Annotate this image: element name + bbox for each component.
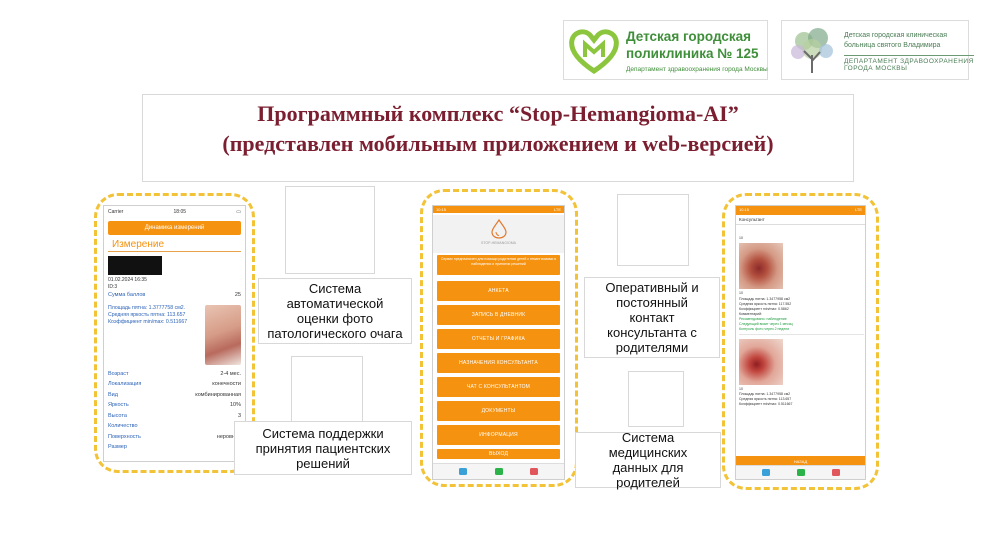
mail-tab-icon[interactable]	[832, 469, 840, 476]
carrier-label: Carrier	[108, 209, 124, 215]
network-label: LTE	[854, 207, 862, 212]
desc-consultant-contact: Оперативный и постоянный контакт консуль…	[584, 277, 720, 358]
chat-tab-icon[interactable]	[495, 468, 503, 475]
status-bar: Carrier 18:05 ▭	[104, 206, 245, 220]
measurement-date: 01.02.2024 16:35	[108, 277, 147, 283]
area-section: Площадь пятна: 1.3777758 см2. Средняя яр…	[104, 304, 245, 365]
icon-placeholder-3	[617, 194, 689, 266]
time-label: 10:15	[436, 207, 447, 212]
icon-placeholder-2	[291, 356, 363, 426]
app-logo-caption: STOP-HEMANGIOMA	[481, 241, 516, 245]
param-row: Количество1	[108, 423, 241, 429]
consultant-header: Консультант	[736, 215, 865, 225]
tree-logo-icon	[791, 28, 833, 73]
hospital-logo: Детская городская клиническая больница с…	[781, 20, 974, 80]
sum-row: Сумма баллов 25	[104, 290, 245, 301]
phone-tab-icon[interactable]	[459, 468, 467, 475]
menu-item-questionnaire[interactable]: АНКЕТА	[437, 281, 560, 301]
dynamics-button[interactable]: Динамика измерений	[108, 221, 241, 235]
page-title: Программный комплекс “Stop-Hemangioma-AI…	[142, 94, 854, 182]
desc-decision-support: Система поддержки принятия пациентских р…	[234, 421, 412, 475]
menu-item-reports[interactable]: ОТЧЕТЫ И ГРАФИКА	[437, 329, 560, 349]
menu-item-diary[interactable]: ЗАПИСЬ В ДНЕВНИК	[437, 305, 560, 325]
battery-icon: ▭	[236, 209, 241, 215]
icon-placeholder-1	[285, 186, 375, 274]
info-banner: Сервис предназначен для помощи родителям…	[437, 255, 560, 275]
phone2-frame	[420, 189, 578, 487]
entry-separator	[739, 334, 864, 335]
param-row: Размер2	[108, 444, 241, 450]
lesion-photo[interactable]	[205, 304, 241, 365]
menu-item-information[interactable]: ИНФОРМАЦИЯ	[437, 425, 560, 445]
sum-label: Сумма баллов	[108, 292, 146, 298]
hospital-logo-line3: ДЕПАРТАМЕНТ ЗДРАВООХРАНЕНИЯ	[844, 55, 974, 65]
entry1-num-below: 10	[739, 291, 743, 295]
time-label: 18:05	[173, 209, 187, 215]
title-line2: (представлен мобильным приложением и web…	[222, 131, 774, 156]
entry1-info: Площадь пятна: 1.3477958 см2 Средняя ярк…	[739, 297, 793, 331]
bottom-tab-bar	[433, 463, 564, 479]
entry1-num: 10	[739, 236, 743, 240]
phone1-frame	[94, 193, 255, 473]
drop-logo-icon	[490, 218, 507, 239]
desc-auto-evaluation: Система автоматической оценки фото патол…	[258, 278, 412, 344]
lesion-photo-1[interactable]	[739, 243, 783, 289]
desc-medical-data: Система медицинских данных для родителей	[575, 430, 721, 490]
entry2-info: Площадь пятна: 1.3477958 см2 Средняя ярк…	[739, 392, 793, 406]
redacted-block	[108, 256, 162, 275]
phone-measurement-screen: Carrier 18:05 ▭ Динамика измерений Измер…	[103, 205, 246, 462]
lesion-photo-2[interactable]	[739, 339, 783, 385]
icon-placeholder-4	[628, 371, 684, 427]
clinic-logo-line1: Детская городская	[626, 29, 751, 44]
phone-main-menu-screen: 10:15 LTE STOP-HEMANGIOMA Сервис предназ…	[432, 205, 565, 480]
app-logo-area: STOP-HEMANGIOMA	[433, 215, 564, 253]
menu-item-chat[interactable]: ЧАТ С КОНСУЛЬТАНТОМ	[437, 377, 560, 397]
menu-item-documents[interactable]: ДОКУМЕНТЫ	[437, 401, 560, 421]
status-bar: 10:15 LTE	[433, 206, 564, 213]
phone3-frame	[722, 193, 879, 490]
time-label: 10:15	[739, 207, 750, 212]
measurement-heading: Измерение	[108, 236, 241, 252]
sum-value: 25	[234, 292, 241, 298]
area-text: Площадь пятна: 1.3777758 см2. Средняя яр…	[108, 304, 188, 325]
status-bar: 10:15 LTE	[736, 206, 865, 215]
hospital-logo-line2: больница святого Владимира	[844, 42, 941, 49]
mail-tab-icon[interactable]	[530, 468, 538, 475]
clinic-logo-line3: Департамент здравоохранения города Москв…	[626, 66, 768, 73]
network-label: LTE	[553, 207, 561, 212]
clinic-logo-line2: поликлиника № 125	[626, 46, 759, 61]
phone-tab-icon[interactable]	[762, 469, 770, 476]
clinic-logo: Детская городская поликлиника № 125 Депа…	[563, 20, 768, 80]
bottom-tab-bar	[736, 465, 865, 479]
measurement-id: ID:3	[108, 284, 118, 290]
title-line1: Программный комплекс “Stop-Hemangioma-AI…	[257, 101, 739, 126]
entry2-num: 10	[739, 387, 743, 391]
hospital-logo-line1: Детская городская клиническая	[844, 32, 948, 39]
phone-consultant-screen: 10:15 LTE Консультант 10 10 Площадь пятн…	[735, 205, 866, 480]
chat-tab-icon[interactable]	[797, 469, 805, 476]
back-button[interactable]: НАЗАД	[736, 456, 865, 467]
hospital-logo-line4: ГОРОДА МОСКВЫ	[844, 65, 908, 72]
menu-item-prescriptions[interactable]: НАЗНАЧЕНИЯ КОНСУЛЬТАНТА	[437, 353, 560, 373]
menu-item-exit[interactable]: ВЫХОД	[437, 449, 560, 459]
heart-logo-icon	[569, 29, 619, 75]
